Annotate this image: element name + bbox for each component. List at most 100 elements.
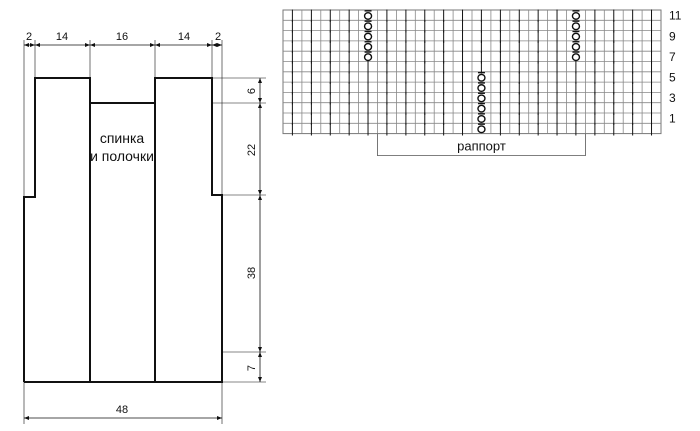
knit-stitch-symbol: | [366, 121, 370, 135]
knit-stitch-symbol: | [404, 91, 408, 105]
knit-stitch-symbol: | [612, 91, 616, 105]
knit-stitch-symbol: | [442, 8, 446, 22]
row-number: 7 [669, 50, 676, 64]
yarn-over-symbol [363, 10, 373, 20]
knit-stitch-symbol: | [593, 39, 597, 53]
yarn-over-symbol [571, 41, 581, 51]
knit-stitch-symbol: | [479, 8, 483, 22]
knit-stitch-symbol: | [536, 8, 540, 22]
knit-stitch-symbol: | [555, 29, 559, 43]
knit-stitch-symbol: | [536, 121, 540, 135]
knit-stitch-symbol: | [404, 18, 408, 32]
knit-stitch-symbol: | [290, 60, 294, 74]
knit-stitch-symbol: | [385, 39, 389, 53]
knit-stitch-symbol: | [498, 70, 502, 84]
knit-stitch-symbol: | [631, 111, 635, 125]
knit-stitch-symbol: | [328, 70, 332, 84]
knit-stitch-symbol: | [631, 29, 635, 43]
knit-stitch-symbol: | [536, 29, 540, 43]
knit-stitch-symbol: | [366, 80, 370, 94]
row-number: 1 [669, 112, 676, 126]
knit-stitch-symbol: | [536, 39, 540, 53]
knit-stitch-symbol: | [498, 29, 502, 43]
knit-stitch-symbol: | [612, 111, 616, 125]
knit-stitch-symbol: | [650, 49, 654, 63]
knit-stitch-symbol: | [612, 101, 616, 115]
knit-stitch-symbol: | [309, 29, 313, 43]
knit-stitch-symbol: | [574, 91, 578, 105]
knit-stitch-symbol: | [442, 111, 446, 125]
knit-stitch-symbol: | [328, 80, 332, 94]
knit-stitch-symbol: | [612, 121, 616, 135]
knit-stitch-symbol: | [347, 8, 351, 22]
knit-stitch-symbol: | [461, 29, 465, 43]
knit-stitch-symbol: | [650, 70, 654, 84]
knit-stitch-symbol: | [442, 49, 446, 63]
row-number: 3 [669, 91, 676, 105]
knit-stitch-symbol: | [385, 101, 389, 115]
knit-stitch-symbol: | [593, 49, 597, 63]
knit-stitch-symbol: | [650, 111, 654, 125]
yarn-over-symbol [477, 113, 486, 123]
knit-stitch-symbol: | [593, 8, 597, 22]
knit-stitch-symbol: | [517, 18, 521, 32]
knit-stitch-symbol: | [461, 8, 465, 22]
arrow [217, 416, 222, 420]
knit-stitch-symbol: | [309, 18, 313, 32]
knit-stitch-symbol: | [309, 8, 313, 22]
knit-stitch-symbol: | [309, 49, 313, 63]
knit-stitch-symbol: | [479, 39, 483, 53]
knit-stitch-symbol: | [366, 111, 370, 125]
knit-stitch-symbol: | [461, 91, 465, 105]
knit-stitch-symbol: | [555, 18, 559, 32]
knit-stitch-symbol: | [650, 60, 654, 74]
knit-stitch-symbol: | [479, 60, 483, 74]
knit-stitch-symbol: | [309, 111, 313, 125]
knit-stitch-symbol: | [290, 39, 294, 53]
knit-stitch-symbol: | [536, 80, 540, 94]
knit-stitch-symbol: | [385, 29, 389, 43]
knit-stitch-symbol: | [555, 80, 559, 94]
knit-stitch-symbol: | [479, 49, 483, 63]
knit-stitch-symbol: | [404, 60, 408, 74]
knit-stitch-symbol: | [404, 49, 408, 63]
knit-stitch-symbol: | [404, 111, 408, 125]
knit-stitch-symbol: | [517, 101, 521, 115]
knit-stitch-symbol: | [498, 49, 502, 63]
knit-stitch-symbol: | [461, 18, 465, 32]
knit-stitch-symbol: | [404, 29, 408, 43]
dim-right-2: 22 [246, 144, 258, 156]
knit-stitch-symbol: | [593, 101, 597, 115]
knit-stitch-symbol: | [612, 39, 616, 53]
knit-stitch-symbol: | [347, 80, 351, 94]
knit-stitch-symbol: | [631, 80, 635, 94]
knit-stitch-symbol: | [423, 91, 427, 105]
knit-stitch-symbol: | [555, 70, 559, 84]
knit-stitch-symbol: | [442, 121, 446, 135]
knit-stitch-symbol: | [347, 101, 351, 115]
knit-stitch-symbol: | [555, 8, 559, 22]
knit-stitch-symbol: | [612, 49, 616, 63]
knit-stitch-symbol: | [328, 91, 332, 105]
knit-stitch-symbol: | [555, 49, 559, 63]
knit-stitch-symbol: | [517, 91, 521, 105]
dim-top-5: 2 [215, 31, 221, 43]
dim-right-3: 38 [246, 267, 258, 279]
knit-stitch-symbol: | [536, 101, 540, 115]
repeat-label: раппорт [457, 139, 506, 154]
knit-stitch-symbol: | [650, 39, 654, 53]
knit-stitch-symbol: | [290, 18, 294, 32]
knit-stitch-symbol: | [612, 29, 616, 43]
knit-stitch-symbol: | [593, 18, 597, 32]
knit-stitch-symbol: | [593, 29, 597, 43]
knit-stitch-symbol: | [631, 91, 635, 105]
knit-stitch-symbol: | [385, 18, 389, 32]
knit-stitch-symbol: | [612, 70, 616, 84]
dim-top-4: 14 [178, 31, 190, 43]
knit-stitch-symbol: | [498, 60, 502, 74]
knit-stitch-symbol: | [328, 39, 332, 53]
yarn-over-symbol [363, 20, 373, 31]
knit-stitch-symbol: | [385, 80, 389, 94]
yarn-over-symbol [571, 30, 581, 41]
knit-stitch-symbol: | [404, 101, 408, 115]
